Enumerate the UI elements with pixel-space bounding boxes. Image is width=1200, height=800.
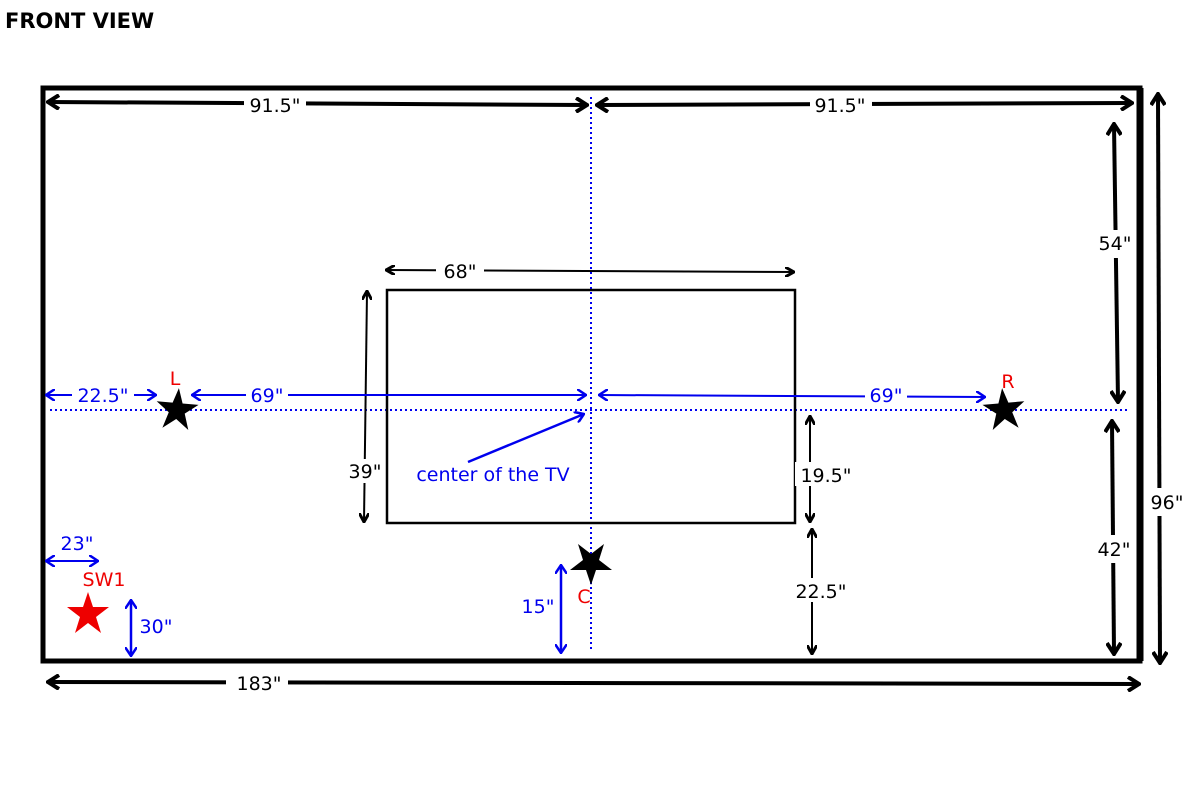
center-of-tv-label: center of the TV [416,464,569,486]
subwoofer-star-icon [67,592,109,633]
dim-arrow-half-left [49,102,586,105]
dim-label-tv-width: 68" [444,261,477,283]
dim-label-half-right: 91.5" [814,95,865,117]
dim-label-center-to-R: 69" [870,385,903,407]
dim-arrow-tv-height [364,292,367,521]
dim-arrow-wall-height [1158,95,1160,662]
dim-label-wall-width: 183" [236,673,281,695]
center-pointer-arrow [467,414,584,464]
dim-label-tv-center-to-bottom: 19.5" [800,465,851,487]
dim-label-sw1-height: 30" [140,616,173,638]
left-speaker-label: L [170,368,181,390]
right-speaker-star-icon [982,388,1025,431]
dim-arrow-above-center [1114,125,1118,401]
center-speaker-label: C [577,586,590,608]
dim-label-tv-bottom-to-floor: 22.5" [795,581,846,603]
dim-arrow-wall-width [49,682,1138,684]
dim-label-tv-height: 39" [349,461,382,483]
dim-label-wall-height: 96" [1151,492,1184,514]
tv-outline [385,288,797,525]
dim-label-L-to-center: 69" [251,385,284,407]
dim-arrow-center-to-R [599,395,985,397]
center-speaker-star-icon [570,544,612,585]
dim-label-above-center: 54" [1099,233,1132,255]
left-speaker-star-icon [156,388,199,431]
subwoofer-label: SW1 [83,569,126,591]
right-speaker-label: R [1001,371,1014,393]
dim-label-sw1-from-wall: 23" [61,533,94,555]
diagram-title: FRONT VIEW [5,9,154,33]
dim-label-center-speaker-height: 15" [522,596,555,618]
dim-label-half-left: 91.5" [249,95,300,117]
dim-label-below-center: 42" [1098,539,1131,561]
dim-label-wall-to-L: 22.5" [77,385,128,407]
